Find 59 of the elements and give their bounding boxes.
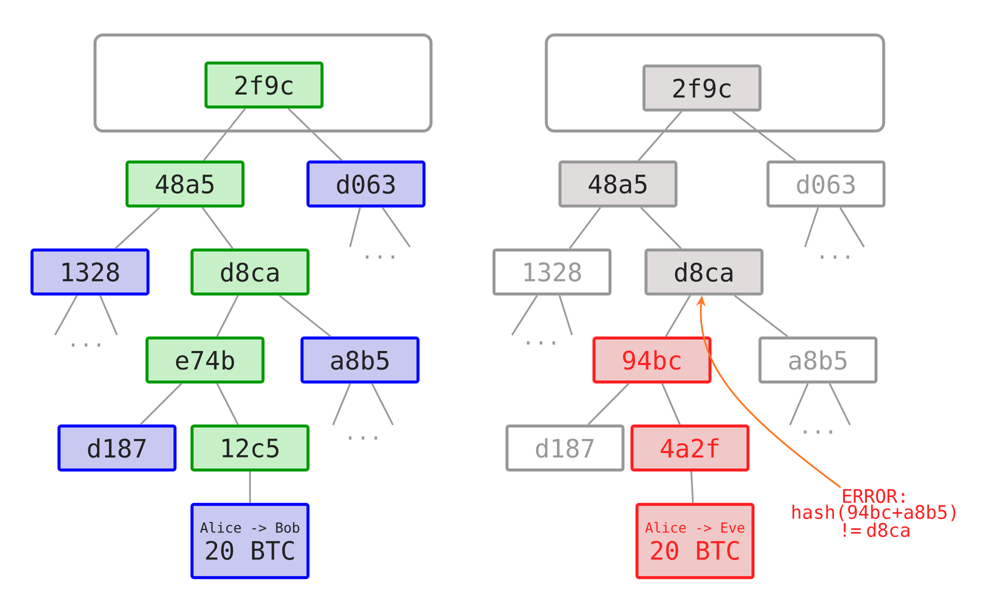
tree-line xyxy=(732,110,796,162)
tree-line xyxy=(216,295,239,337)
transaction-box: Alice -> Eve 20 BTC xyxy=(636,502,754,580)
tree-line xyxy=(661,383,681,425)
error-message: ERROR: hash(94bc+a8b5) != d8ca xyxy=(792,488,956,538)
tree-line xyxy=(839,207,865,248)
ellipsis: ... xyxy=(804,430,832,434)
tree-line xyxy=(789,383,809,426)
hash-box: d187 xyxy=(506,424,624,472)
ellipsis: ... xyxy=(526,341,556,345)
hash-box: 48a5 xyxy=(558,160,678,208)
tree-line xyxy=(640,206,682,250)
tree-line xyxy=(828,383,851,426)
hash-box: d8ca xyxy=(644,248,764,296)
hash-box: 2f9c xyxy=(204,62,324,108)
tree-line xyxy=(278,294,332,338)
hash-box: 94bc xyxy=(592,336,712,384)
tree-line xyxy=(203,108,246,162)
ellipsis: ... xyxy=(366,255,394,259)
tree-line xyxy=(690,471,694,503)
frame-box xyxy=(544,34,886,132)
hash-box: d187 xyxy=(58,424,176,472)
tree-line xyxy=(588,382,630,426)
tree-line xyxy=(140,382,182,426)
tree-line xyxy=(734,294,788,338)
hash-box: 1328 xyxy=(30,248,150,296)
ellipsis: ... xyxy=(72,343,100,347)
ellipsis: ... xyxy=(348,436,378,440)
hash-box: d063 xyxy=(306,160,426,208)
hash-box: a8b5 xyxy=(300,336,420,384)
tree-line xyxy=(114,206,160,250)
ellipsis: ... xyxy=(820,255,850,259)
hash-box: d8ca xyxy=(190,248,310,296)
tree-line xyxy=(99,295,118,336)
tree-line xyxy=(568,206,602,250)
transaction-box: Alice -> Bob 20 BTC xyxy=(190,502,310,580)
tree-line xyxy=(511,295,538,336)
tree-line xyxy=(371,383,394,426)
tree-line xyxy=(202,206,234,250)
hash-box: 1328 xyxy=(492,248,612,296)
tree-line xyxy=(382,207,411,248)
tree-line xyxy=(216,383,239,425)
tree-line xyxy=(54,295,78,336)
frame-box xyxy=(94,34,432,132)
hash-box: d063 xyxy=(766,160,886,208)
hash-box: 4a2f xyxy=(630,424,750,472)
hash-box: 12c5 xyxy=(190,424,310,472)
hash-box: 2f9c xyxy=(642,64,762,112)
tree-line xyxy=(332,383,352,426)
tree-line xyxy=(665,295,691,337)
hash-box: e74b xyxy=(146,336,264,384)
tree-line xyxy=(249,472,251,503)
hash-box: a8b5 xyxy=(758,336,878,384)
tree-line xyxy=(558,295,573,336)
tree-line xyxy=(638,110,682,162)
tree-line xyxy=(804,207,819,248)
tree-line xyxy=(288,108,342,162)
tree-line xyxy=(349,207,361,248)
hash-box: 48a5 xyxy=(126,160,244,208)
